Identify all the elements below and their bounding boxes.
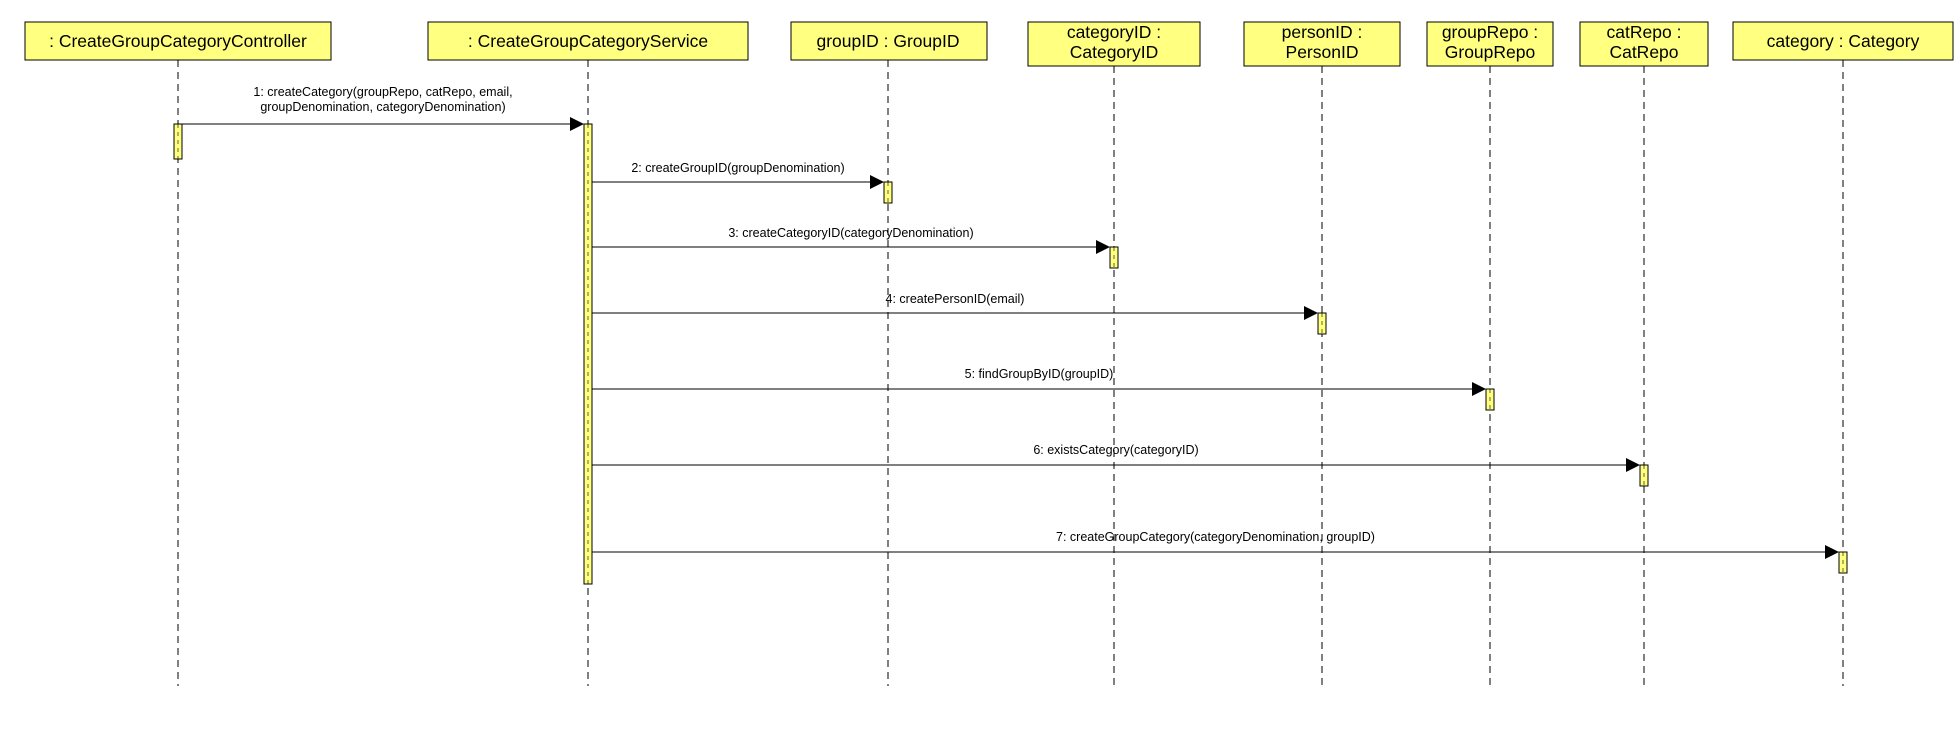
lifeline-head-box xyxy=(24,21,332,61)
message-label: groupDenomination, categoryDenomination) xyxy=(260,100,505,114)
lifeline-head-label: personID : xyxy=(1282,22,1363,42)
message-arrowhead-icon xyxy=(1472,382,1486,396)
lifeline-head-label: GroupRepo xyxy=(1445,42,1535,62)
message-label: 7: createGroupCategory(categoryDenominat… xyxy=(1056,530,1375,544)
message-arrowhead-icon xyxy=(1096,240,1110,254)
message-2: 2: createGroupID(groupDenomination) xyxy=(592,161,884,189)
message-4: 4: createPersonID(email) xyxy=(592,292,1318,320)
lifelines: : CreateGroupCategoryController : CreateG… xyxy=(24,21,1954,686)
lifeline-head-label: CatRepo xyxy=(1609,42,1678,62)
activation-bar-service xyxy=(583,123,593,585)
message-label: 3: createCategoryID(categoryDenomination… xyxy=(728,226,973,240)
message-label: 1: createCategory(groupRepo, catRepo, em… xyxy=(253,85,512,99)
lifeline-head-label: PersonID xyxy=(1286,42,1359,62)
lifeline-head-label: CategoryID xyxy=(1070,42,1159,62)
lifeline-head-label: : CreateGroupCategoryController xyxy=(49,31,307,51)
activation-bar-category xyxy=(1838,551,1848,574)
lifeline-head-box xyxy=(790,21,988,61)
lifeline-head-label: categoryID : xyxy=(1067,22,1161,42)
message-5: 5: findGroupByID(groupID) xyxy=(592,367,1486,396)
lifeline-category-id: categoryID :CategoryID xyxy=(1027,21,1201,686)
lifeline-category: category : Category xyxy=(1732,21,1954,686)
activation-bars xyxy=(173,123,1848,585)
lifeline-head-box xyxy=(1027,21,1201,67)
activation-bar-controller xyxy=(173,123,183,160)
lifeline-head-label: groupID : GroupID xyxy=(817,31,960,51)
lifeline-head-box xyxy=(1732,21,1954,61)
lifeline-head-box xyxy=(427,21,749,61)
lifeline-group-repo: groupRepo :GroupRepo xyxy=(1426,21,1554,686)
lifeline-head-label: category : Category xyxy=(1767,31,1920,51)
message-label: 6: existsCategory(categoryID) xyxy=(1033,443,1198,457)
message-arrowhead-icon xyxy=(870,175,884,189)
lifeline-person-id: personID :PersonID xyxy=(1243,21,1401,686)
lifeline-head-box xyxy=(1426,21,1554,67)
activation-bar-catRepo xyxy=(1639,464,1649,487)
lifeline-cat-repo: catRepo :CatRepo xyxy=(1579,21,1709,686)
message-label: 5: findGroupByID(groupID) xyxy=(965,367,1114,381)
message-1: 1: createCategory(groupRepo, catRepo, em… xyxy=(182,85,584,131)
messages: 1: createCategory(groupRepo, catRepo, em… xyxy=(182,85,1839,559)
message-label: 4: createPersonID(email) xyxy=(886,292,1025,306)
activation-bar-categoryID xyxy=(1109,246,1119,269)
message-label: 2: createGroupID(groupDenomination) xyxy=(631,161,844,175)
message-3: 3: createCategoryID(categoryDenomination… xyxy=(592,226,1110,254)
message-6: 6: existsCategory(categoryID) xyxy=(592,443,1640,472)
lifeline-head-label: : CreateGroupCategoryService xyxy=(468,31,708,51)
lifeline-group-id: groupID : GroupID xyxy=(790,21,988,686)
activation-bar-groupRepo xyxy=(1485,388,1495,411)
message-arrowhead-icon xyxy=(570,117,584,131)
lifeline-head-box xyxy=(1243,21,1401,67)
activation-bar-personID xyxy=(1317,312,1327,335)
lifeline-head-label: catRepo : xyxy=(1607,22,1682,42)
lifeline-controller: : CreateGroupCategoryController xyxy=(24,21,332,686)
lifeline-head-label: groupRepo : xyxy=(1442,22,1538,42)
activation-bar-groupID xyxy=(883,181,893,204)
lifeline-head-box xyxy=(1579,21,1709,67)
message-7: 7: createGroupCategory(categoryDenominat… xyxy=(592,530,1839,559)
message-arrowhead-icon xyxy=(1304,306,1318,320)
message-arrowhead-icon xyxy=(1825,545,1839,559)
message-arrowhead-icon xyxy=(1626,458,1640,472)
